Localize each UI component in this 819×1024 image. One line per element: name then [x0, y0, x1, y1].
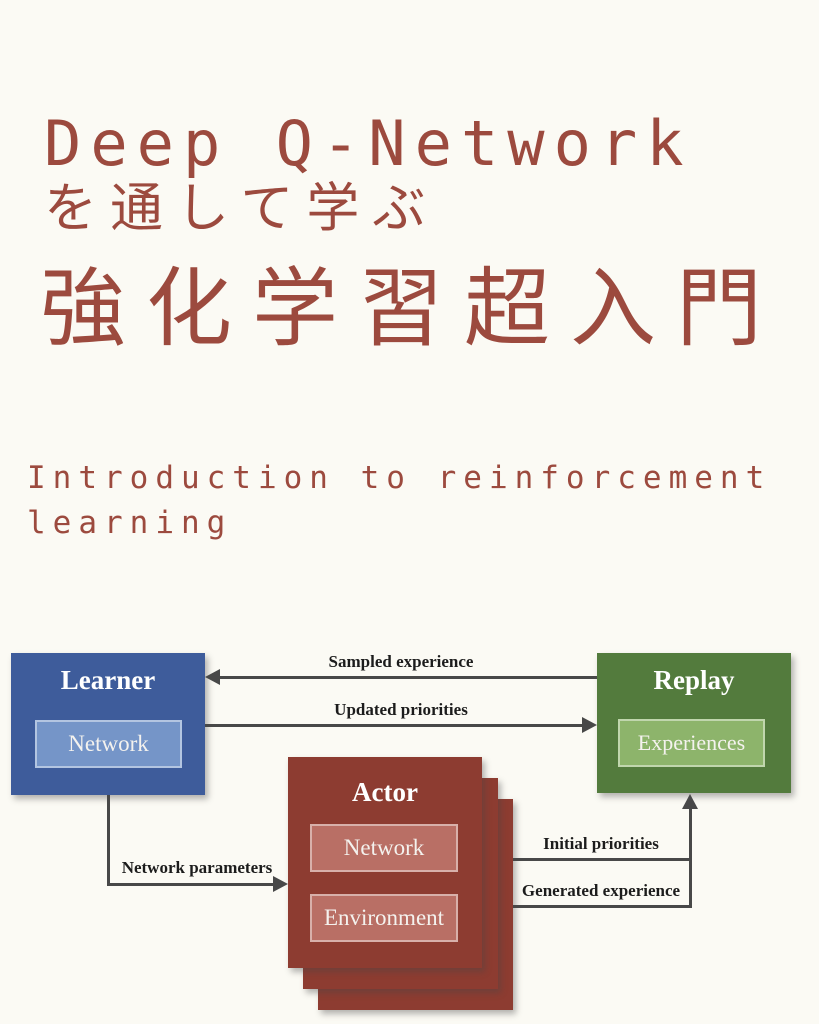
- generated-experience-arrow-line: [513, 905, 692, 908]
- actor-network-box: Network: [310, 824, 458, 872]
- replay-experiences-box: Experiences: [618, 719, 765, 767]
- replay-box-title: Replay: [653, 665, 735, 695]
- network-parameters-arrow-vline: [107, 795, 110, 885]
- replay-box: Replay Experiences: [597, 653, 791, 793]
- network-parameters-arrow-hline: [107, 883, 274, 886]
- sampled-experience-arrow-line: [218, 676, 597, 679]
- sampled-experience-label: Sampled experience: [328, 652, 474, 671]
- sampled-experience-arrowhead-icon: [205, 669, 220, 685]
- title-line-english: Deep Q-Network: [44, 107, 693, 180]
- to-replay-arrowhead-icon: [682, 794, 698, 809]
- initial-priorities-arrow-line: [513, 858, 692, 861]
- updated-priorities-arrow-line: [205, 724, 584, 727]
- actor-box: Actor Network Environment: [288, 757, 482, 968]
- learner-box-title: Learner: [60, 665, 156, 695]
- actor-environment-box: Environment: [310, 894, 458, 942]
- network-parameters-arrowhead-icon: [273, 876, 288, 892]
- generated-experience-label: Generated experience: [521, 881, 681, 900]
- actor-box-title: Actor: [352, 777, 418, 807]
- initial-priorities-label: Initial priorities: [543, 834, 659, 853]
- learner-network-box: Network: [35, 720, 182, 768]
- updated-priorities-arrowhead-icon: [582, 717, 597, 733]
- title-line-japanese-main: 強化学習超入門: [40, 259, 782, 359]
- title-line-japanese-sub: を通して学ぶ: [44, 178, 439, 239]
- subtitle: Introduction to reinforcement learning: [27, 460, 772, 541]
- updated-priorities-label: Updated priorities: [334, 700, 468, 719]
- network-parameters-label: Network parameters: [121, 858, 273, 877]
- to-replay-arrow-vline: [689, 808, 692, 908]
- learner-box: Learner Network: [11, 653, 205, 795]
